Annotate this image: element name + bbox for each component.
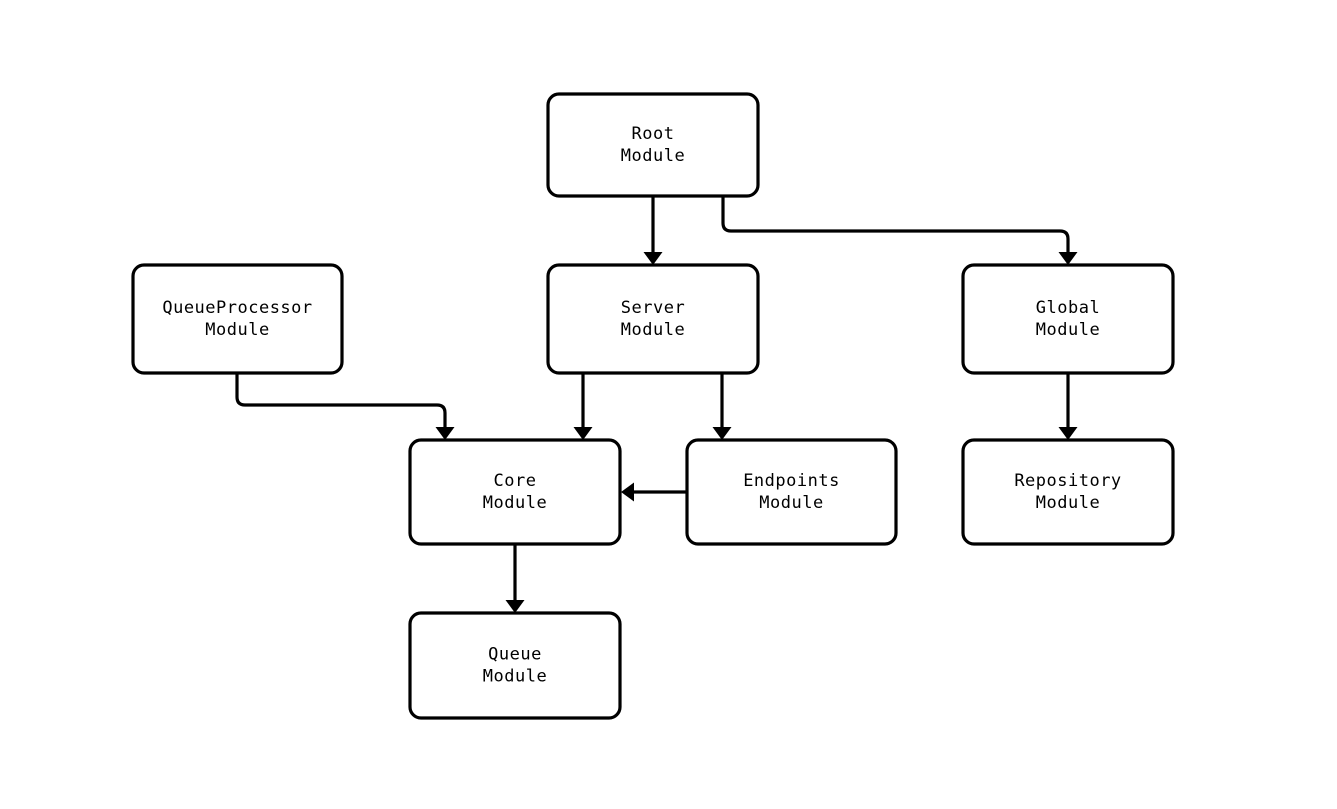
edges-layer	[235, 196, 1078, 613]
edge-core-to-queue-arrowhead-icon	[505, 600, 525, 613]
edge-server-to-core-arrowhead-icon	[573, 427, 593, 440]
endpoints-module-node-label-line1: Endpoints	[743, 471, 840, 491]
endpoints-module-node-label-line2: Module	[759, 493, 823, 513]
root-module-node-label-line2: Module	[621, 146, 685, 166]
queue-module-node-box[interactable]	[408, 611, 622, 720]
repository-module-node-label-line1: Repository	[1014, 471, 1121, 491]
repository-module-node-box[interactable]	[961, 438, 1175, 546]
queue-module-node-label-line2: Module	[483, 667, 547, 687]
global-module-node-label-line2: Module	[1036, 320, 1100, 340]
edge-root-to-global	[721, 196, 1078, 265]
repository-module-node-label-line2: Module	[1036, 493, 1100, 513]
root-module-node-label-line1: Root	[632, 124, 675, 144]
edge-global-to-repository	[1058, 373, 1078, 440]
core-module-node-label-line2: Module	[483, 493, 547, 513]
edge-endpoints-to-core	[621, 482, 687, 502]
edge-queueprocessor-to-core-line	[235, 373, 447, 428]
edge-endpoints-to-core-arrowhead-icon	[621, 482, 634, 502]
queueprocessor-module-node-box[interactable]	[131, 263, 344, 375]
edge-global-to-repository-arrowhead-icon	[1058, 427, 1078, 440]
server-module-node-label-line1: Server	[621, 298, 685, 318]
server-module-node-box[interactable]	[546, 263, 760, 375]
core-module-node-label-line1: Core	[494, 471, 537, 491]
root-module-node-box[interactable]	[546, 92, 760, 198]
server-module-node-label-line2: Module	[621, 320, 685, 340]
queueprocessor-module-node-label-line2: Module	[205, 320, 269, 340]
edge-queueprocessor-to-core	[235, 373, 455, 440]
endpoints-module-node-box[interactable]	[685, 438, 898, 546]
global-module-node-box[interactable]	[961, 263, 1175, 375]
edge-server-to-core	[573, 373, 593, 440]
nodes-layer: RootModuleQueueProcessorModuleServerModu…	[131, 92, 1175, 720]
edge-root-to-server-arrowhead-icon	[643, 252, 663, 265]
edge-root-to-global-arrowhead-icon	[1058, 252, 1078, 265]
edge-core-to-queue	[505, 544, 525, 613]
edge-queueprocessor-to-core-arrowhead-icon	[435, 427, 455, 440]
queue-module-node-label-line1: Queue	[488, 645, 542, 665]
edge-root-to-global-line	[721, 196, 1070, 253]
global-module-node-label-line1: Global	[1036, 298, 1100, 318]
queueprocessor-module-node-label-line1: QueueProcessor	[162, 298, 312, 318]
edge-root-to-server	[643, 196, 663, 265]
edge-server-to-endpoints	[712, 373, 732, 440]
edge-server-to-endpoints-arrowhead-icon	[712, 427, 732, 440]
core-module-node-box[interactable]	[408, 438, 622, 546]
